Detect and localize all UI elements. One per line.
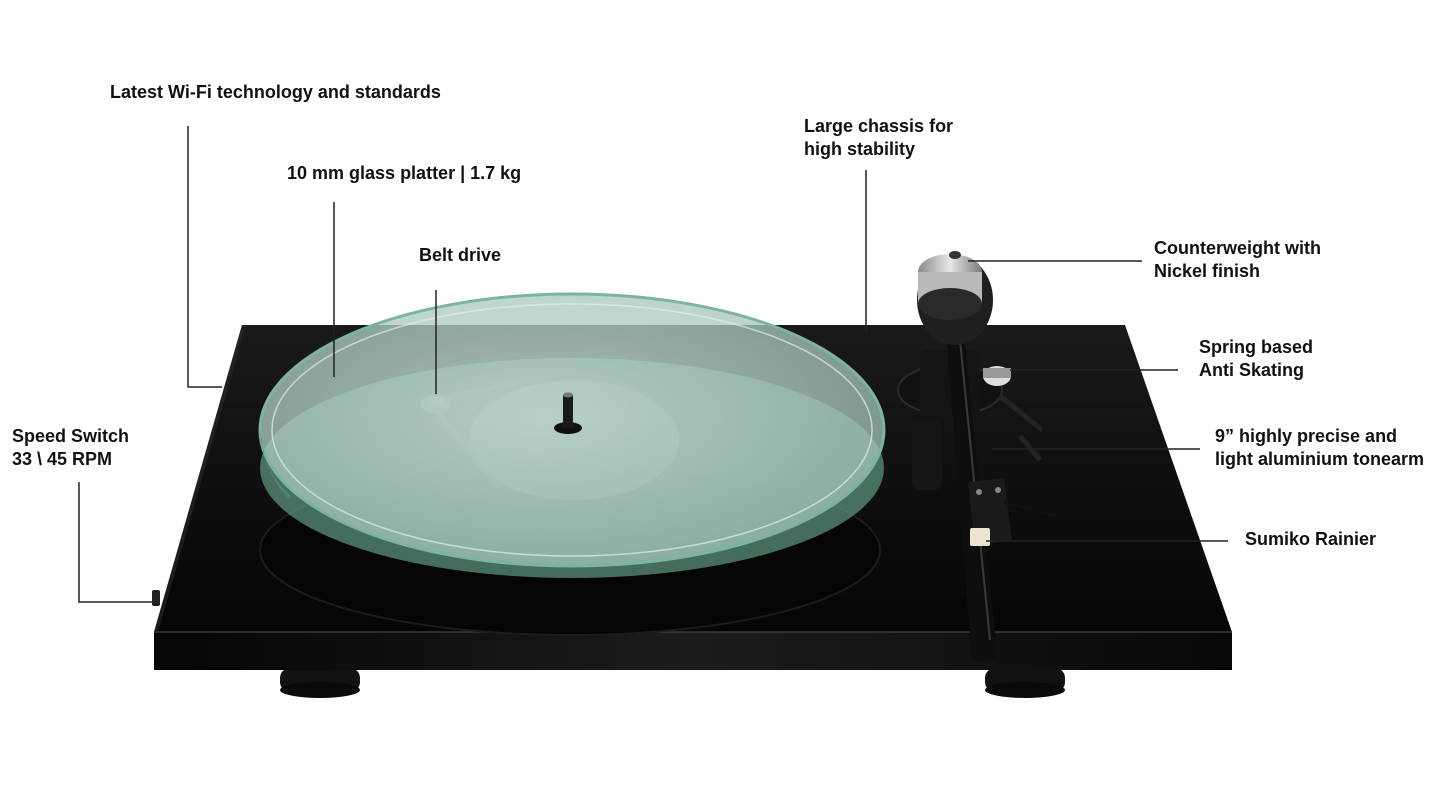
callout-platter: 10 mm glass platter | 1.7 kg bbox=[287, 162, 521, 185]
spindle bbox=[554, 392, 582, 434]
anti-skating bbox=[983, 366, 1044, 462]
callout-speed-switch: Speed Switch 33 \ 45 RPM bbox=[12, 425, 129, 471]
feet bbox=[280, 668, 1065, 698]
callout-chassis-line-1: Large chassis for bbox=[804, 116, 954, 136]
callout-chassis-line-2: high stability bbox=[804, 139, 916, 159]
callout-antiskating-line-1: Spring based bbox=[1199, 337, 1314, 357]
callout-tonearm-line-2: light aluminium tonearm bbox=[1215, 449, 1425, 469]
callout-counterweight-line-2: Nickel finish bbox=[1154, 261, 1261, 281]
speed-switch bbox=[152, 590, 160, 606]
callout-belt-drive: Belt drive bbox=[419, 244, 501, 267]
tonearm-assembly bbox=[897, 251, 1056, 662]
callout-cartridge: Sumiko Rainier bbox=[1245, 528, 1376, 551]
callout-counterweight-line-1: Counterweight with bbox=[1154, 238, 1321, 258]
callout-antiskating-line-2: Anti Skating bbox=[1199, 360, 1305, 380]
callout-speed-line-2: 33 \ 45 RPM bbox=[12, 449, 113, 469]
callout-cartridge-line-1: Sumiko Rainier bbox=[1245, 529, 1377, 549]
glass-platter bbox=[258, 292, 886, 578]
callout-tonearm-line-1: 9” highly precise and bbox=[1215, 426, 1398, 446]
callout-wifi: Latest Wi-Fi technology and standards bbox=[110, 81, 441, 104]
callout-chassis: Large chassis for high stability bbox=[804, 115, 953, 161]
leader-speed bbox=[78, 482, 154, 603]
headshell bbox=[968, 478, 1056, 546]
counterweight bbox=[917, 251, 993, 345]
callout-belt-line-1: Belt drive bbox=[419, 245, 502, 265]
leader-lines bbox=[78, 126, 1228, 603]
callout-wifi-line-1: Latest Wi-Fi technology and standards bbox=[110, 82, 441, 102]
callout-counterweight: Counterweight with Nickel finish bbox=[1154, 237, 1321, 283]
callout-speed-line-1: Speed Switch bbox=[12, 426, 130, 446]
leader-wifi bbox=[187, 126, 222, 388]
callout-platter-line-1: 10 mm glass platter | 1.7 kg bbox=[287, 163, 522, 183]
callout-anti-skating: Spring based Anti Skating bbox=[1199, 336, 1313, 382]
callout-tonearm: 9” highly precise and light aluminium to… bbox=[1215, 425, 1424, 471]
